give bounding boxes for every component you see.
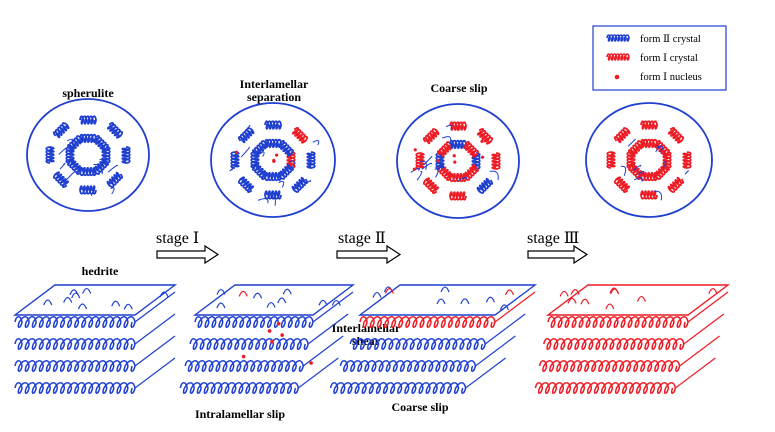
label-interlamellar-shear-line2: shear (352, 334, 381, 348)
stage-label-1: stage Ⅰ (156, 230, 199, 247)
spherulite-stage0 (26, 98, 150, 212)
label-coarse-slip-lower: Coarse slip (392, 400, 449, 414)
legend-label-form2-crystal: form Ⅱ crystal (640, 34, 701, 45)
legend-symbol-form1-nucleus (614, 74, 620, 80)
label-hedrite: hedrite (82, 264, 119, 278)
stage-arrow-2 (336, 244, 402, 265)
legend-symbol-form2-crystal (606, 34, 630, 42)
legend-label-form1-crystal: form Ⅰ crystal (640, 53, 698, 64)
panel-title-coarse-slip: Coarse slip (431, 81, 488, 95)
panel-title-interlamellar-line2: separation (247, 90, 301, 104)
stage-arrow-1 (156, 244, 220, 265)
panel-title-spherulite: spherulite (62, 86, 114, 100)
lamellar-stack-stage0 (12, 284, 178, 394)
stage-arrow-3 (527, 244, 589, 265)
lamellar-stack-stage1 (179, 284, 356, 394)
lamellar-stack-stage2 (329, 284, 538, 394)
panel-title-interlamellar-line1: Interlamellar (240, 77, 309, 91)
label-interlamellar-shear-line1: Interlamellar (332, 321, 401, 335)
stage-label-3: stage Ⅲ (527, 230, 579, 247)
legend-label-form1-nucleus: form Ⅰ nucleus (640, 72, 702, 83)
label-intralamellar-slip: Intralamellar slip (195, 407, 285, 421)
spherulite-stage1 (210, 102, 336, 218)
stage-label-2: stage Ⅱ (338, 230, 386, 247)
legend-symbol-form1-crystal (606, 53, 630, 61)
spherulite-stage3 (585, 102, 713, 218)
lamellar-stack-stage3 (534, 284, 731, 394)
legend: form Ⅱ crystal form Ⅰ crystal form Ⅰ nuc… (592, 25, 727, 91)
spherulite-stage2 (396, 103, 520, 219)
